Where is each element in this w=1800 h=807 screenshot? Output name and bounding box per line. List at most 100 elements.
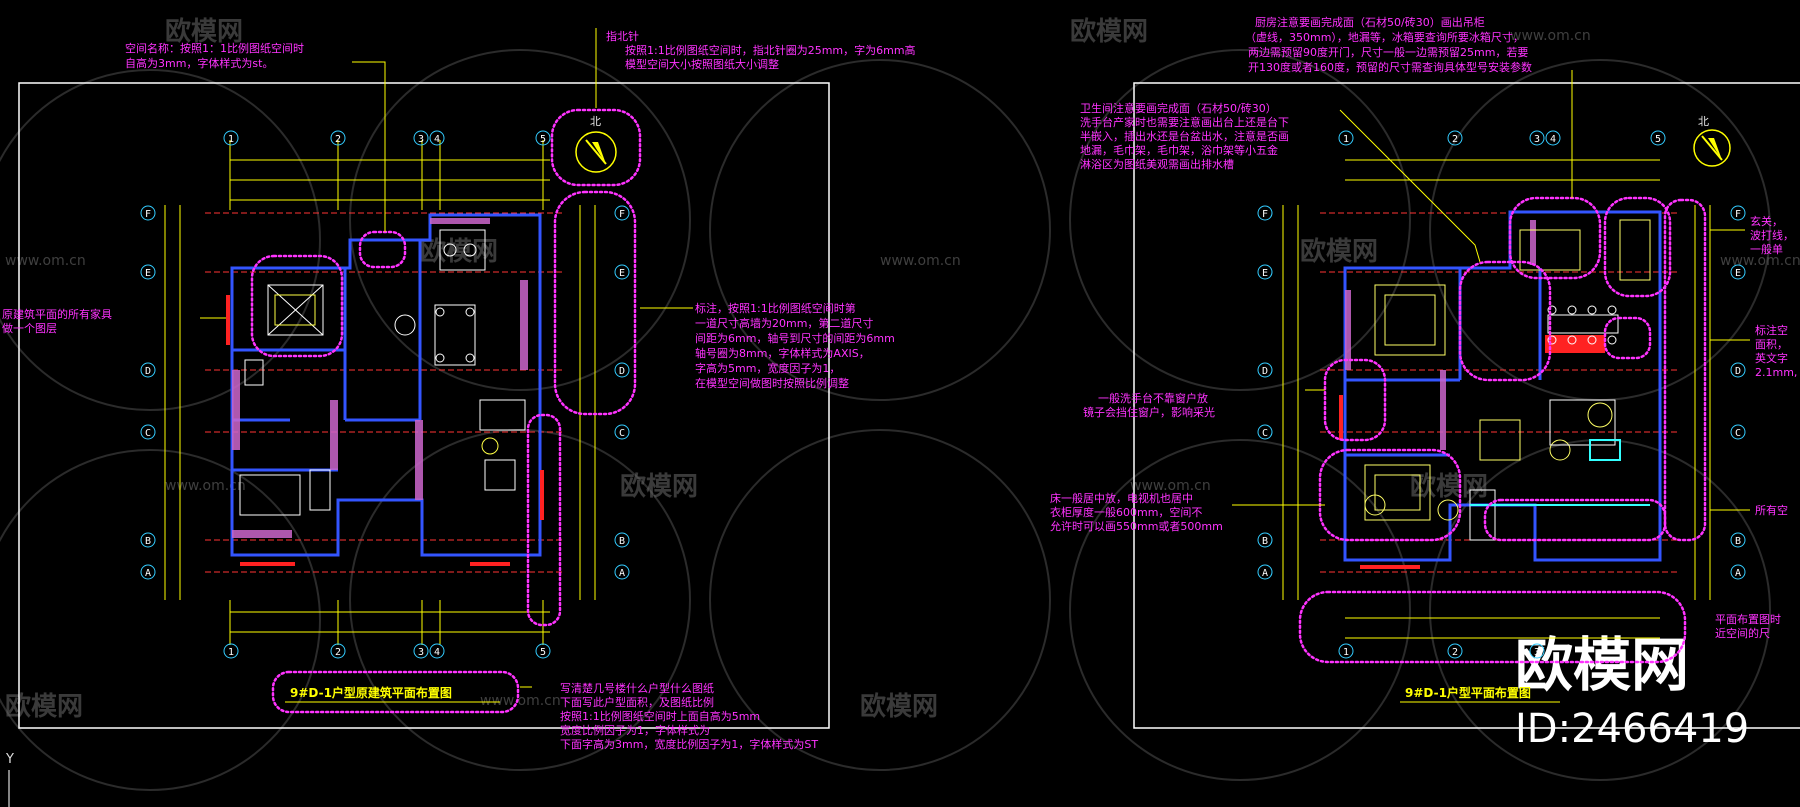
svg-text:允许时可以画550mm或者500mm: 允许时可以画550mm或者500mm xyxy=(1050,519,1223,533)
svg-text:半嵌入，插出水还是台盆出水，注意是否画: 半嵌入，插出水还是台盆出水，注意是否画 xyxy=(1080,129,1289,143)
svg-text:5: 5 xyxy=(1655,134,1661,145)
svg-text:D: D xyxy=(1735,366,1741,377)
watermark-group: 欧模网 欧模网 欧模网 欧模网 欧模网 欧模网 欧模网 欧模网 www.om.c… xyxy=(5,16,1800,752)
axis-bubbles-right: F E D C B A xyxy=(1730,205,1746,580)
svg-text:5: 5 xyxy=(540,647,546,658)
svg-text:标注，按照1:1比例图纸空间时第: 标注，按照1:1比例图纸空间时第 xyxy=(695,301,856,315)
note-kitchen: 厨房注意要画完成面（石材50/砖30）画出吊柜 （虚线，350mm），地漏等，冰… xyxy=(1245,15,1532,74)
svg-text:B: B xyxy=(619,536,625,547)
id-watermark: ID:2466419 xyxy=(1515,706,1749,752)
watermark-text: 欧模网 xyxy=(5,691,83,722)
svg-text:E: E xyxy=(1735,268,1741,279)
svg-text:3: 3 xyxy=(418,647,424,658)
svg-text:面积，: 面积， xyxy=(1755,338,1788,351)
svg-text:D: D xyxy=(1262,366,1268,377)
svg-text:模型空间大小按照图纸大小调整: 模型空间大小按照图纸大小调整 xyxy=(625,57,779,71)
svg-text:宽度比例因子为1，字体样式为: 宽度比例因子为1，字体样式为 xyxy=(560,723,710,737)
dimension-lines-top xyxy=(230,159,550,633)
svg-text:5: 5 xyxy=(540,134,546,145)
svg-text:厨房注意要画完成面（石材50/砖30）画出吊柜: 厨房注意要画完成面（石材50/砖30）画出吊柜 xyxy=(1255,15,1485,29)
plan-title: 9#D-1户型原建筑平面布置图 xyxy=(290,685,452,700)
note-north-arrow: 指北针 按照1:1比例图纸空间时，指北针圈为25mm，字为6mm高 模型空间大小… xyxy=(606,29,916,71)
svg-text:3: 3 xyxy=(418,134,424,145)
svg-text:做一个图层: 做一个图层 xyxy=(2,321,57,335)
note-title-block: 写清楚几号楼什么户型什么图纸 下面写此户型面积，及图纸比例 按照1:1比例图纸空… xyxy=(560,681,818,751)
axis-bubbles-left: F E D C B A xyxy=(1257,205,1273,580)
svg-text:所有空: 所有空 xyxy=(1755,503,1788,517)
watermark-text: 欧模网 xyxy=(1410,471,1488,502)
svg-text:1: 1 xyxy=(1343,134,1349,145)
plan-title-block: 9#D-1户型原建筑平面布置图 xyxy=(285,685,500,703)
watermark-url: www.om.cn xyxy=(880,253,961,269)
axis-bubbles-top: 1 2 3 4 5 xyxy=(1338,130,1666,146)
svg-text:镜子会挡住窗户，影响采光: 镜子会挡住窗户，影响采光 xyxy=(1083,405,1215,419)
svg-text:2: 2 xyxy=(1452,134,1458,145)
axis-bubbles-left: F E D C B A xyxy=(140,205,156,580)
svg-text:C: C xyxy=(1262,428,1268,439)
watermark-url: www.om.cn xyxy=(1130,478,1211,494)
svg-text:2.1mm,: 2.1mm, xyxy=(1755,366,1797,379)
svg-text:C: C xyxy=(619,428,625,439)
svg-text:原建筑平面的所有家具: 原建筑平面的所有家具 xyxy=(2,307,112,321)
svg-text:按照1:1比例图纸空间时上面自高为5mm: 按照1:1比例图纸空间时上面自高为5mm xyxy=(560,709,760,723)
svg-text:E: E xyxy=(619,268,625,279)
north-label: 北 xyxy=(590,115,601,128)
north-label: 北 xyxy=(1698,115,1709,128)
svg-text:4: 4 xyxy=(434,134,440,145)
svg-text:Y: Y xyxy=(5,752,14,767)
note-right-edge: 玄关， 波打线， 一般单 标注空 面积， 英文字 2.1mm, 所有空 平面布置… xyxy=(1715,214,1797,640)
svg-text:写清楚几号楼什么户型什么图纸: 写清楚几号楼什么户型什么图纸 xyxy=(560,681,714,695)
svg-text:两边需预留90度开门，尺寸一般一边需预留25mm，若要: 两边需预留90度开门，尺寸一般一边需预留25mm，若要 xyxy=(1248,45,1528,59)
svg-text:2: 2 xyxy=(1452,647,1458,658)
axis-bubbles-top: 1 2 3 4 5 xyxy=(223,130,551,146)
leader-lines-right xyxy=(1710,229,1750,511)
furniture xyxy=(239,229,526,516)
svg-text:下面字高为3mm，宽度比例因子为1，字体样式为ST: 下面字高为3mm，宽度比例因子为1，字体样式为ST xyxy=(560,737,818,751)
dimension-lines-top xyxy=(1282,159,1711,639)
leader-lines xyxy=(1232,70,1573,506)
furniture xyxy=(1364,219,1651,521)
left-sheet-border xyxy=(18,82,830,729)
svg-text:B: B xyxy=(145,536,151,547)
svg-text:D: D xyxy=(145,366,151,377)
svg-text:1: 1 xyxy=(1343,647,1349,658)
svg-text:（虚线，350mm），地漏等，冰箱要查询所要冰箱尺寸，: （虚线，350mm），地漏等，冰箱要查询所要冰箱尺寸， xyxy=(1245,30,1524,44)
leader-lines xyxy=(200,28,693,688)
svg-text:间距为6mm，轴号到尺寸的间距为6mm: 间距为6mm，轴号到尺寸的间距为6mm xyxy=(695,331,895,345)
axis-bubbles-right: F E D C B A xyxy=(614,205,630,580)
svg-text:开130度或者160度，预留的尺寸需查询具体型号安装参数: 开130度或者160度，预留的尺寸需查询具体型号安装参数 xyxy=(1248,60,1532,74)
svg-text:在模型空间做图时按照比例调整: 在模型空间做图时按照比例调整 xyxy=(695,376,849,390)
svg-text:2: 2 xyxy=(335,647,341,658)
svg-text:轴号圈为8mm，字体样式为AXIS，: 轴号圈为8mm，字体样式为AXIS， xyxy=(695,346,870,360)
svg-text:A: A xyxy=(1262,568,1268,579)
note-bathroom: 卫生间注意要画完成面（石材50/砖30） 洗手台产家时也需要注意画出台上还是台下… xyxy=(1080,101,1289,171)
svg-text:D: D xyxy=(619,366,625,377)
note-room-name: 空间名称：按照1：1比例图纸空间时 自高为3mm，字体样式为st。 xyxy=(125,41,304,70)
dimension-lines-side xyxy=(164,140,596,645)
original-floor-plan: 1 2 3 4 5 1 2 3 4 5 F E D C xyxy=(2,28,916,751)
svg-text:F: F xyxy=(1262,209,1268,220)
svg-text:A: A xyxy=(1735,568,1741,579)
revision-clouds xyxy=(250,108,642,714)
svg-text:3: 3 xyxy=(1534,647,1540,658)
walls xyxy=(230,213,542,557)
watermark-text: 欧模网 xyxy=(1300,236,1378,267)
wall-fills xyxy=(232,218,528,538)
cyan-elements xyxy=(1470,439,1650,506)
furniture-detail xyxy=(1469,305,1619,541)
svg-text:指北针: 指北针 xyxy=(606,29,639,43)
watermark-url: www.om.cn xyxy=(165,478,246,494)
svg-text:玄关，: 玄关， xyxy=(1750,214,1783,228)
note-dimension: 标注，按照1:1比例图纸空间时第 一道尺寸高墙为20mm，第二道尺寸 间距为6m… xyxy=(695,301,895,390)
watermark-arc-pattern xyxy=(0,49,1771,791)
svg-text:B: B xyxy=(1735,536,1741,547)
window-red xyxy=(1339,335,1605,569)
svg-text:床一般居中放，电视机也居中: 床一般居中放，电视机也居中 xyxy=(1050,491,1193,505)
svg-text:卫生间注意要画完成面（石材50/砖30）: 卫生间注意要画完成面（石材50/砖30） xyxy=(1080,101,1277,115)
svg-text:一般洗手台不靠窗户放: 一般洗手台不靠窗户放 xyxy=(1098,391,1208,405)
watermark-text: 欧模网 xyxy=(1070,16,1148,47)
walls xyxy=(1343,210,1662,562)
revision-clouds xyxy=(1298,196,1707,664)
svg-text:4: 4 xyxy=(1550,134,1556,145)
